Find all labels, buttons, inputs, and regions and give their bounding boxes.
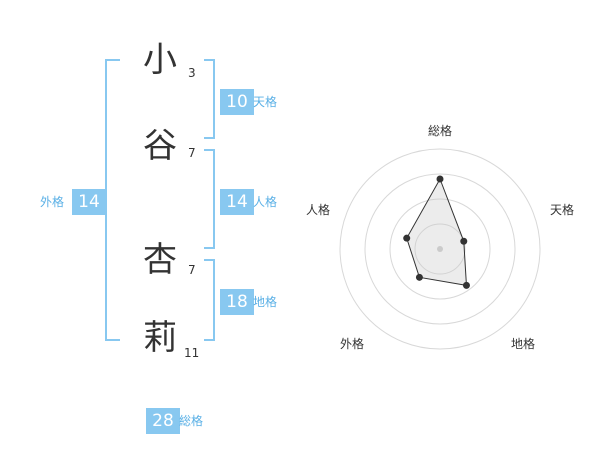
chikaku-bracket [204,259,215,341]
name-char-2: 谷 [143,126,177,166]
radar-point-3 [462,281,470,289]
chikaku-label: 地格 [253,295,278,309]
stroke-count-1: 3 [188,66,196,80]
soukaku-label: 総格 [179,414,204,428]
radar-axis-label-tenkaku: 天格 [550,203,575,217]
radar-ring [364,173,516,325]
stroke-count-2: 7 [188,146,196,160]
name-char-4: 莉 [143,318,177,358]
stroke-count-3: 7 [188,263,196,277]
radar-series-polygon [406,177,467,287]
radar-axis-label-gaikaku: 外格 [340,337,365,351]
jinkaku-value: 14 [220,189,254,215]
tenkaku-value: 10 [220,89,254,115]
radar-axis-label-soukaku: 総格 [428,124,453,138]
name-char-1: 小 [143,40,177,80]
radar-ring [414,223,466,275]
radar-point-4 [415,273,423,281]
radar-point-5 [403,234,411,242]
stroke-count-4: 11 [184,346,200,360]
radar-axis-label-jinkaku: 人格 [306,203,331,217]
radar-point-2 [460,237,468,245]
gaikaku-value: 14 [72,189,106,215]
radar-ring [339,148,541,350]
gaikaku-label: 外格 [40,195,65,209]
gaikaku-bracket [105,59,120,341]
radar-point-1 [436,175,444,183]
jinkaku-bracket [204,149,215,249]
radar-center [437,246,443,252]
chikaku-value: 18 [220,289,254,315]
tenkaku-label: 天格 [253,95,278,109]
jinkaku-label: 人格 [253,195,278,209]
name-char-3: 杏 [143,240,177,280]
soukaku-value: 28 [146,408,180,434]
radar-axis-label-chikaku: 地格 [511,337,536,351]
radar-ring [389,198,491,300]
tenkaku-bracket [204,59,215,139]
